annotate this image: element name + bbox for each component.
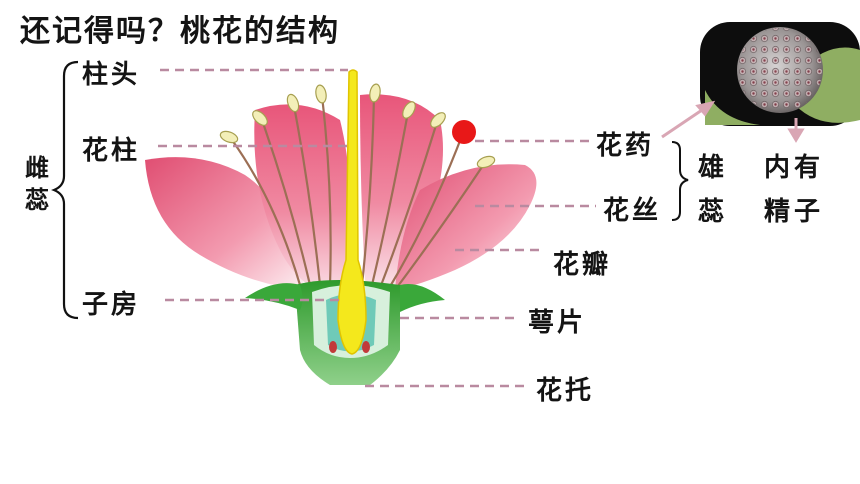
pistil-bracket — [51, 60, 79, 320]
label-pistil: 雌蕊 — [25, 154, 49, 214]
pistil — [337, 69, 367, 355]
stamen-bracket — [671, 141, 689, 221]
label-sepal: 萼片 — [528, 308, 587, 338]
petals — [145, 94, 537, 300]
label-receptacle: 花托 — [536, 376, 595, 406]
label-petal: 花瓣 — [553, 250, 612, 280]
pollen-grain-photo — [700, 22, 860, 126]
label-style: 花柱 — [82, 136, 141, 166]
pollen-arrows — [661, 100, 805, 143]
label-stamen: 雄蕊 — [697, 153, 724, 227]
label-filament: 花丝 — [603, 196, 662, 226]
anthers — [219, 83, 496, 169]
page-title: 还记得吗？桃花的结构 — [20, 14, 340, 49]
label-contains-sperm: 内有精子 — [764, 153, 825, 227]
leader-lines — [158, 68, 596, 388]
label-ovary: 子房 — [82, 290, 141, 320]
highlighted-anther — [452, 120, 476, 144]
label-anther: 花药 — [596, 131, 655, 161]
filaments — [231, 94, 485, 291]
label-stigma: 柱头 — [82, 60, 141, 90]
